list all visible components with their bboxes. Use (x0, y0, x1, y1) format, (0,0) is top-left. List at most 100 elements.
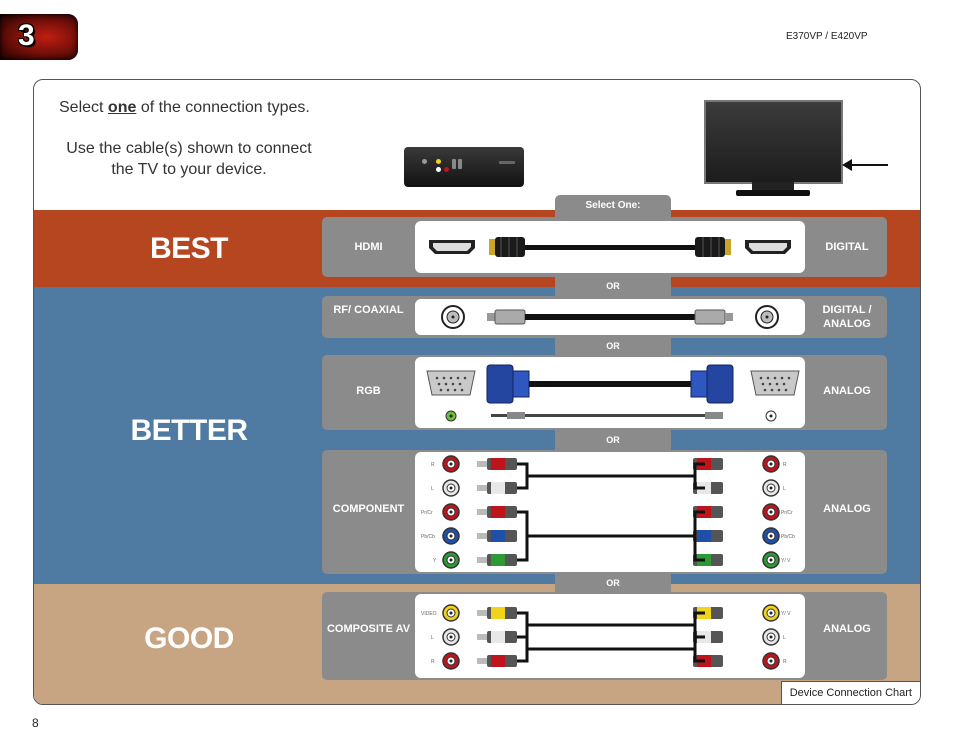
composite-cable-svg: VIDEO L R Y/ V L R (421, 604, 791, 670)
signal-type: ANALOG (823, 385, 871, 397)
rca-plug (477, 607, 517, 619)
vga-cable-svg (426, 364, 800, 422)
port-label: Pb/Cb (781, 534, 795, 540)
row-rgb: RGB ANALOG (322, 355, 887, 430)
rca-connector-icon (442, 628, 460, 646)
composite-cable-illustration: VIDEO L R Y/ V L R (415, 594, 805, 678)
coax-cable-svg (441, 305, 779, 329)
rca-connector-icon (762, 604, 780, 622)
port-label: Pr/Cr (781, 510, 793, 516)
or-separator: OR (555, 338, 671, 355)
intro-instruction: Select one of the connection types. (59, 99, 310, 116)
port-label: Pr/Cr (421, 510, 433, 516)
vga-connector-icon (750, 370, 800, 396)
hdmi-connector-icon (745, 240, 791, 254)
composite-cables (442, 604, 780, 670)
connection-chart-frame: Select one of the connection types. Use … (33, 79, 921, 705)
rca-connector-icon (442, 455, 460, 473)
rca-connector-icon (442, 527, 460, 545)
port-label: R (783, 659, 787, 665)
coax-connector-icon (441, 305, 465, 329)
port-label: Y (433, 558, 437, 564)
rca-plug (477, 482, 517, 494)
or-separator: OR (555, 430, 671, 450)
row-component: COMPONENT R L Pr/Cr Pb/Cb Y R L Pr/Cr Pb… (322, 450, 887, 574)
tv-stand (752, 182, 794, 190)
component-cable-svg: R L Pr/Cr Pb/Cb Y R L Pr/Cr Pb/Cb Y/ V (421, 455, 795, 569)
port-label: Pb/Cb (421, 534, 435, 540)
tier-good: GOOD (144, 622, 234, 655)
chart-caption: Device Connection Chart (780, 681, 920, 704)
select-one-tab: Select One: (555, 195, 671, 217)
signal-type: DIGITAL (825, 241, 869, 253)
rca-connector-icon (442, 503, 460, 521)
rca-connector-icon (762, 479, 780, 497)
coax-cable-illustration (415, 299, 805, 335)
port-label: L (431, 486, 434, 492)
row-rf-coaxial: RF/ COAXIAL DIGITAL / ANALOG (322, 296, 887, 338)
component-cables (442, 455, 780, 569)
coax-connector-icon (755, 305, 779, 329)
rca-plug (693, 631, 723, 643)
cable (517, 510, 705, 562)
port-label: L (783, 635, 786, 641)
rca-plug (477, 655, 517, 667)
intro-cable-instruction: Use the cable(s) shown to connect the TV… (66, 140, 312, 178)
cable (517, 635, 705, 663)
arrow-head (842, 159, 852, 171)
rca-plug (477, 631, 517, 643)
vga-cable-illustration (415, 357, 805, 428)
hdmi-connector-icon (429, 240, 475, 254)
row-label: COMPONENT (332, 503, 405, 515)
row-label: RF/ COAXIAL (333, 304, 404, 316)
port-label: R (431, 659, 435, 665)
vga-connector-icon (426, 370, 476, 396)
rca-connector-icon (442, 551, 460, 569)
chapter-number: 3 (18, 19, 35, 52)
row-label: RGB (356, 385, 381, 397)
signal-type: ANALOG (823, 623, 871, 635)
rca-connector-icon (762, 652, 780, 670)
arrow-left-icon (844, 164, 888, 166)
port-label: L (783, 486, 786, 492)
rca-plug (477, 458, 517, 470)
port-label: Y/ V (781, 558, 791, 564)
hdmi-cable-illustration (415, 221, 805, 273)
rca-plug (477, 530, 517, 542)
rca-connector-icon (442, 652, 460, 670)
model-numbers: E370VP / E420VP (786, 31, 868, 42)
row-hdmi: HDMI DIGITAL (322, 217, 887, 277)
cable (517, 462, 705, 490)
chapter-badge (0, 14, 78, 60)
tv-base (736, 190, 810, 196)
audio-jack-icon (445, 410, 457, 422)
or-separator: OR (555, 277, 671, 296)
signal-type: DIGITAL / ANALOG (822, 304, 872, 330)
row-label: HDMI (354, 241, 383, 253)
cable (517, 611, 705, 639)
port-label: R (783, 462, 787, 468)
rca-connector-icon (442, 604, 460, 622)
port-label: Y/ V (781, 611, 791, 617)
port-label: L (431, 635, 434, 641)
hdmi-cable-svg (429, 237, 791, 257)
tier-better: BETTER (130, 414, 249, 447)
signal-type: ANALOG (823, 503, 871, 515)
rca-connector-icon (442, 479, 460, 497)
page-number: 8 (32, 716, 39, 730)
port-label: R (431, 462, 435, 468)
rca-connector-icon (762, 503, 780, 521)
tv-back-icon (704, 100, 843, 184)
set-top-box-icon (404, 147, 524, 187)
rca-plug (477, 506, 517, 518)
rca-connector-icon (762, 455, 780, 473)
or-separator: OR (555, 574, 671, 592)
rca-plug (477, 554, 517, 566)
row-label: COMPOSITE AV (326, 623, 411, 635)
intro-emphasis: one (107, 99, 137, 116)
rca-connector-icon (762, 551, 780, 569)
port-label: VIDEO (421, 611, 437, 617)
audio-jack-icon (765, 410, 777, 422)
rca-plug (693, 530, 723, 542)
rca-connector-icon (762, 527, 780, 545)
